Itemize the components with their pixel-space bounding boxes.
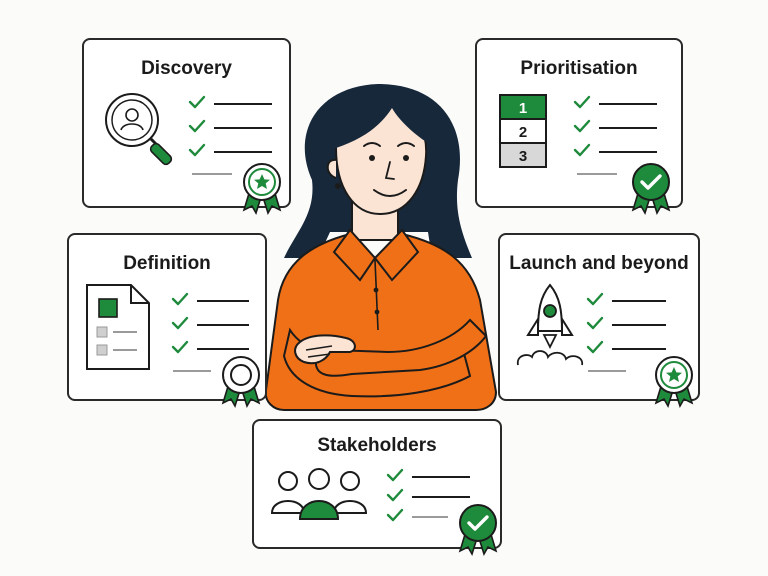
launch-title: Launch and beyond	[509, 253, 689, 274]
check-icon	[586, 292, 604, 306]
rocket-icon	[516, 283, 584, 366]
circle-ribbon-icon	[221, 356, 261, 408]
checklist	[573, 95, 657, 175]
right-brow	[397, 142, 415, 147]
rank-3-cell	[499, 142, 547, 168]
right-arm	[314, 318, 488, 377]
check-icon	[386, 508, 404, 522]
check-icon	[188, 95, 206, 109]
rank-3-label: 3	[519, 148, 527, 165]
finger-line	[305, 345, 333, 351]
star-ribbon-icon	[242, 163, 282, 215]
check-icon	[386, 468, 404, 482]
people-group-icon	[270, 468, 368, 520]
definition-card: Definition	[67, 233, 267, 408]
mouth	[373, 189, 407, 197]
star-ribbon-icon	[654, 356, 694, 408]
shirt-button	[373, 287, 379, 293]
finger-line	[307, 353, 331, 358]
ear	[326, 158, 337, 179]
check-icon	[171, 316, 189, 330]
document-icon	[86, 284, 150, 370]
check-icon	[573, 119, 591, 133]
rank-1-cell	[499, 94, 547, 120]
collar-left	[332, 228, 377, 282]
check-icon	[573, 95, 591, 109]
earring	[335, 183, 341, 189]
definition-title: Definition	[123, 253, 211, 274]
check-icon	[188, 143, 206, 157]
discovery-title: Discovery	[141, 58, 232, 79]
placket	[374, 259, 379, 331]
magnifier-user-icon	[105, 93, 173, 166]
check-icon	[171, 340, 189, 354]
check-icon	[386, 488, 404, 502]
launch-card: Launch and beyond	[498, 233, 700, 408]
discovery-card: Discovery	[82, 38, 291, 215]
check-icon	[573, 143, 591, 157]
rank-2-label: 2	[519, 124, 527, 141]
prioritisation-card: Prioritisation 1 2 3	[475, 38, 683, 215]
prioritisation-title: Prioritisation	[520, 58, 638, 79]
ranked-list-icon: 1 2 3	[499, 94, 547, 168]
rank-1-label: 1	[519, 100, 527, 117]
stakeholders-title: Stakeholders	[317, 435, 437, 456]
check-icon	[586, 340, 604, 354]
checklist	[171, 292, 249, 372]
check-icon	[586, 316, 604, 330]
left-brow	[363, 142, 381, 147]
checklist	[188, 95, 272, 175]
check-ribbon-icon	[631, 163, 671, 215]
checklist	[386, 468, 470, 522]
rank-2-cell	[499, 118, 547, 144]
checklist	[586, 292, 666, 372]
left-eye	[369, 155, 375, 161]
shirt-button	[374, 309, 380, 315]
fringe	[329, 92, 437, 150]
check-icon	[188, 119, 206, 133]
collar-right	[373, 228, 420, 282]
nose	[384, 161, 395, 180]
check-ribbon-icon	[458, 504, 498, 556]
check-icon	[171, 292, 189, 306]
right-eye	[403, 155, 409, 161]
stakeholders-card: Stakeholders	[252, 419, 502, 556]
